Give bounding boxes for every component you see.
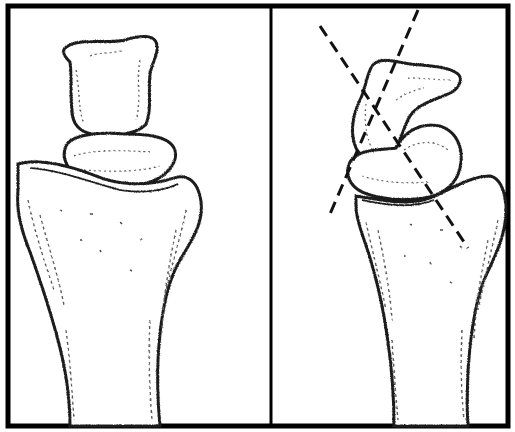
left-capitate-bone — [64, 37, 158, 136]
